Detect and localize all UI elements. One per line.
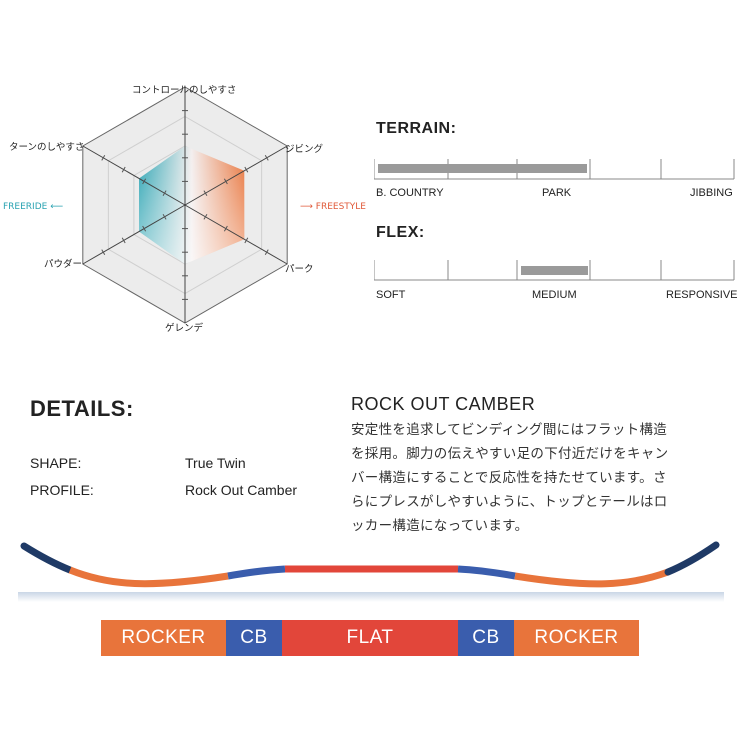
terrain-label-bcountry: B. COUNTRY xyxy=(376,187,444,199)
details-title: DETAILS: xyxy=(30,396,134,421)
board-tip-left xyxy=(20,542,74,574)
terrain-scale xyxy=(374,159,735,180)
profile-label: PROFILE: xyxy=(30,482,94,498)
radar-axis-tick xyxy=(121,237,126,244)
terrain-range-bar xyxy=(378,164,587,173)
floor-shadow xyxy=(18,592,724,602)
radar-axis-tick xyxy=(244,166,249,173)
board-camber-left xyxy=(227,565,286,580)
radar-axis-line xyxy=(82,204,186,265)
profile-segment-cb-left: CB xyxy=(226,620,282,656)
freestyle-indicator: ⟶ FREESTYLE xyxy=(300,202,366,212)
radar-axis-tick xyxy=(223,225,228,232)
terrain-label-jibbing: JIBBING xyxy=(690,187,733,199)
radar-label-control: コントロールのしやすさ xyxy=(132,85,237,96)
camber-description: 安定性を追求してビンディング間にはフラット構造 を採用。脚力の伝えやすい足の下付… xyxy=(351,418,721,538)
flex-label-medium: MEDIUM xyxy=(532,289,577,301)
radar-axis-tick xyxy=(162,213,167,220)
radar-value-fade xyxy=(139,146,245,264)
freestyle-label: FREESTYLE xyxy=(315,202,366,212)
freeride-indicator: FREERIDE ⟵ xyxy=(3,202,63,212)
board-rocker-right xyxy=(514,568,670,588)
radar-axis-tick xyxy=(101,154,106,161)
profile-segment-cb-right: CB xyxy=(458,620,514,656)
radar-svg xyxy=(82,86,288,324)
radar-axis-tick xyxy=(223,178,228,185)
radar-axis-tick xyxy=(121,166,126,173)
arrow-left-icon: ⟵ xyxy=(50,202,64,212)
radar-label-slope: ゲレンデ xyxy=(165,323,204,334)
radar-axis-tick xyxy=(101,249,106,256)
radar-axis-tick xyxy=(203,190,208,197)
radar-axis-tick xyxy=(162,190,167,197)
radar-axis-line xyxy=(184,145,288,206)
profile-segment-flat: FLAT xyxy=(282,620,458,656)
radar-axis-tick xyxy=(244,237,249,244)
radar-axis-line xyxy=(184,204,288,265)
board-camber-right xyxy=(457,565,516,580)
radar-axis-tick xyxy=(142,225,147,232)
terrain-title: TERRAIN: xyxy=(376,120,457,137)
board-tip-right xyxy=(664,541,720,576)
shape-label: SHAPE: xyxy=(30,455,82,471)
radar-axis-tick xyxy=(142,178,147,185)
radar-axis-tick xyxy=(203,213,208,220)
radar-label-powder: パウダー xyxy=(44,259,83,270)
radar-axis-line xyxy=(82,145,186,206)
freeride-label: FREERIDE xyxy=(3,202,48,212)
radar-axis-tick xyxy=(264,154,269,161)
camber-description-line: バー構造にすることで反応性を持たせています。さ xyxy=(351,470,667,486)
terrain-label-park: PARK xyxy=(542,187,572,199)
profile-segment-rocker-left: ROCKER xyxy=(101,620,226,656)
radar-label-jibbing: ジビング xyxy=(285,144,324,155)
flex-range-bar xyxy=(521,266,588,275)
profile-segment-rocker-right: ROCKER xyxy=(514,620,639,656)
board-rocker-left xyxy=(68,566,229,588)
flex-scale xyxy=(374,260,735,281)
shape-value: True Twin xyxy=(185,455,246,471)
camber-description-line: ッカー構造になっています。 xyxy=(351,518,529,534)
flex-label-responsive: RESPONSIVE xyxy=(666,289,738,301)
arrow-right-icon: ⟶ xyxy=(300,202,313,212)
camber-description-line: を採用。脚力の伝えやすい足の下付近だけをキャン xyxy=(351,446,669,462)
camber-description-line: 安定性を追求してビンディング間にはフラット構造 xyxy=(351,422,668,438)
radar-axes xyxy=(82,87,288,323)
radar-axis-tick xyxy=(264,249,269,256)
radar-label-turn: ターンのしやすさ xyxy=(9,142,85,153)
flex-title: FLEX: xyxy=(376,224,425,241)
flex-label-soft: SOFT xyxy=(376,289,406,301)
board-profile-illustration xyxy=(18,541,724,602)
radar-label-park: パーク xyxy=(285,264,314,275)
camber-title: ROCK OUT CAMBER xyxy=(351,394,536,414)
profile-value: Rock Out Camber xyxy=(185,482,298,498)
camber-description-line: らにプレスがしやすいように、トップとテールはロ xyxy=(351,494,668,510)
